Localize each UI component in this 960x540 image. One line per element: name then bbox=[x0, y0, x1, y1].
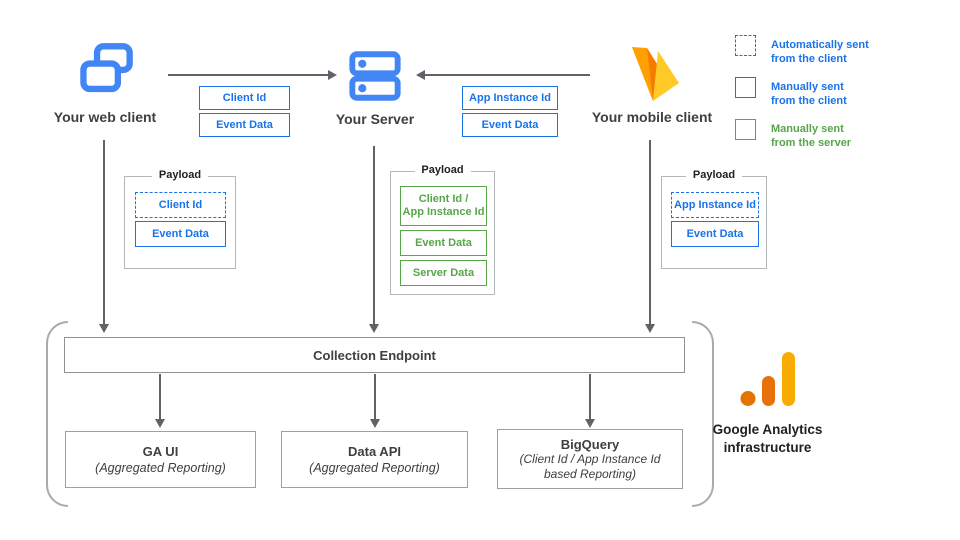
payload-web: Payload Client Id Event Data bbox=[124, 169, 236, 269]
bigquery-box: BigQuery (Client Id / App Instance Id ba… bbox=[497, 429, 683, 489]
arrow-line bbox=[103, 140, 105, 324]
data-api-title: Data API bbox=[348, 444, 401, 459]
arrow-line bbox=[374, 374, 376, 420]
solid-green-swatch-icon bbox=[735, 119, 756, 140]
arrow-line bbox=[425, 74, 590, 76]
arrowhead-down-icon bbox=[99, 324, 109, 333]
arrowhead-right-icon bbox=[328, 70, 337, 80]
arrow-line bbox=[159, 374, 161, 420]
arrow-line bbox=[649, 140, 651, 324]
web-client-windows-icon bbox=[80, 43, 133, 93]
server-icon bbox=[349, 51, 401, 101]
payload-item-client-id: Client Id bbox=[135, 192, 226, 218]
dashed-blue-swatch-icon bbox=[735, 35, 756, 56]
mobile-client-label: Your mobile client bbox=[591, 109, 713, 125]
payload-title: Payload bbox=[414, 164, 471, 176]
arrowhead-left-icon bbox=[416, 70, 425, 80]
server-label: Your Server bbox=[335, 111, 415, 127]
arrow-line bbox=[373, 146, 375, 324]
data-api-subtitle: (Aggregated Reporting) bbox=[309, 461, 440, 475]
arrowhead-down-icon bbox=[370, 419, 380, 428]
google-analytics-icon bbox=[740, 352, 795, 406]
payload-item-event-data: Event Data bbox=[135, 221, 226, 247]
ga-ui-subtitle: (Aggregated Reporting) bbox=[95, 461, 226, 475]
payload-title: Payload bbox=[685, 169, 743, 181]
payload-mobile: Payload App Instance Id Event Data bbox=[661, 169, 767, 269]
payload-item-client-or-app-id: Client Id / App Instance Id bbox=[400, 186, 487, 226]
web-client-label: Your web client bbox=[53, 109, 157, 125]
payload-item-event-data: Event Data bbox=[671, 221, 759, 247]
arrowhead-down-icon bbox=[155, 419, 165, 428]
param-event-data: Event Data bbox=[199, 113, 290, 137]
legend-item-manual-client: Manually sent from the client bbox=[735, 77, 847, 108]
legend-label: Manually sent from the client bbox=[771, 81, 847, 107]
payload-title: Payload bbox=[151, 169, 209, 181]
param-client-id: Client Id bbox=[199, 86, 290, 110]
legend-label: Manually sent from the server bbox=[771, 123, 852, 149]
firebase-flame-icon bbox=[632, 47, 679, 101]
arrowhead-down-icon bbox=[369, 324, 379, 333]
ga-ui-box: GA UI (Aggregated Reporting) bbox=[65, 431, 256, 488]
payload-server: Payload Client Id / App Instance Id Even… bbox=[390, 164, 495, 295]
arrow-line bbox=[168, 74, 329, 76]
group-bracket-right bbox=[692, 321, 714, 507]
arrow-line bbox=[589, 374, 591, 420]
ga-infrastructure-caption: Google Analytics infrastructure bbox=[712, 422, 823, 455]
bigquery-title: BigQuery bbox=[560, 436, 620, 452]
payload-item-app-instance-id: App Instance Id bbox=[671, 192, 759, 218]
legend-item-auto-client: Automatically sent from the client bbox=[735, 35, 869, 66]
legend-label: Automatically sent from the client bbox=[771, 39, 869, 65]
ga-ui-title: GA UI bbox=[142, 444, 179, 459]
payload-item-server-data: Server Data bbox=[400, 260, 487, 286]
data-api-box: Data API (Aggregated Reporting) bbox=[281, 431, 468, 488]
payload-item-event-data: Event Data bbox=[400, 230, 487, 256]
legend-item-manual-server: Manually sent from the server bbox=[735, 119, 851, 150]
collection-endpoint-box: Collection Endpoint bbox=[64, 337, 685, 373]
bigquery-subtitle: (Client Id / App Instance Id based Repor… bbox=[519, 451, 661, 481]
param-app-instance-id: App Instance Id bbox=[462, 86, 558, 110]
arrowhead-down-icon bbox=[585, 419, 595, 428]
solid-blue-swatch-icon bbox=[735, 77, 756, 98]
param-event-data: Event Data bbox=[462, 113, 558, 137]
arrowhead-down-icon bbox=[645, 324, 655, 333]
